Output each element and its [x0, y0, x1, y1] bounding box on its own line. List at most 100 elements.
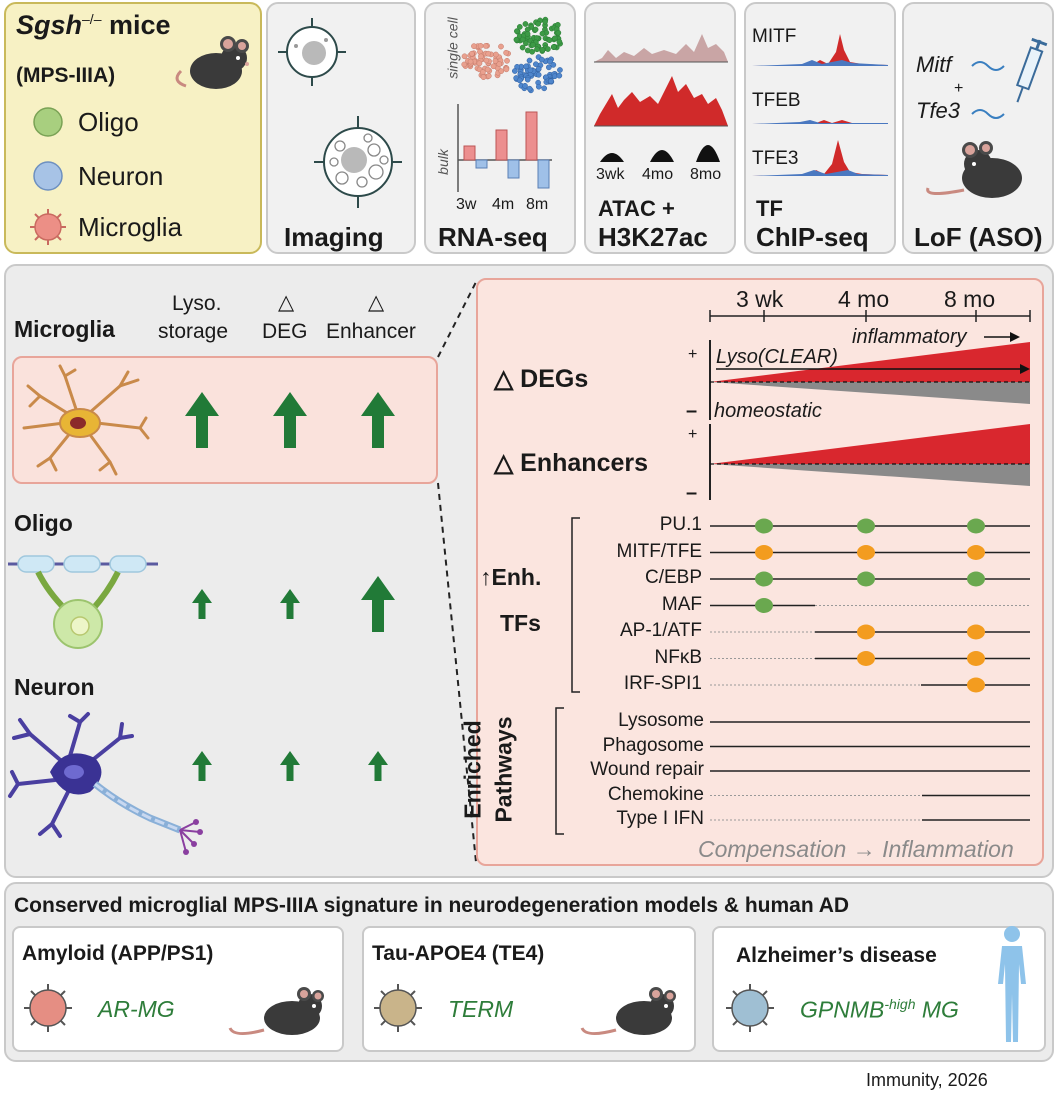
umap-point: [490, 63, 497, 70]
tf-label: PU.1: [659, 514, 702, 535]
microglia-cell-icon: [22, 364, 150, 476]
tf-dot: [857, 571, 875, 587]
up-arrow: [273, 392, 307, 448]
timeline-axis: [555, 310, 1031, 835]
col-enh-line2: Enhancer: [326, 320, 416, 343]
umap-point: [534, 46, 540, 53]
pathway-bracket: [555, 707, 564, 835]
tf-bracket: [571, 517, 580, 693]
umap-point: [519, 44, 526, 51]
up-arrow: [185, 392, 219, 448]
legend-microglia: Microglia: [78, 212, 183, 242]
lof-gene-tfe3: Tfe3: [916, 98, 961, 123]
umap-point: [542, 18, 548, 25]
atac-size-icons: [600, 145, 720, 162]
tick-4mo: 4 mo: [838, 286, 890, 312]
tf-label: AP-1/ATF: [620, 620, 702, 641]
chip-label-line1: TF: [756, 196, 783, 221]
up-arrow: [361, 392, 395, 448]
tick-8mo: 8 mo: [944, 286, 996, 312]
microglia-signature-icon: [374, 984, 422, 1032]
tf-dot: [967, 571, 985, 587]
enh-minus: –: [686, 482, 698, 504]
tf-title-line2: TFs: [500, 610, 541, 636]
oligo-cell-icon: [8, 555, 158, 649]
up-arrow: [192, 751, 212, 781]
tf-dot: [967, 624, 985, 640]
neuron-dot-icon: [33, 161, 63, 191]
umap-point: [480, 69, 486, 75]
tick-3wk: 3 wk: [736, 286, 784, 312]
tf-dot: [755, 518, 773, 534]
microglia-signature-icon: [24, 984, 72, 1032]
chip-track-tfeb: [752, 120, 888, 124]
tf-dot: [857, 545, 875, 560]
umap-point: [461, 61, 468, 68]
mouse-subtitle: (MPS-IIIA): [16, 64, 116, 87]
umap-point: [516, 77, 523, 84]
umap-point: [471, 43, 477, 49]
umap-point: [530, 41, 536, 48]
umap-point: [523, 40, 529, 47]
umap-point: [522, 82, 528, 89]
umap-point: [524, 31, 531, 37]
umap-point: [503, 66, 510, 73]
umap-point: [485, 50, 492, 57]
amyloid-mouse-icon: [228, 987, 324, 1035]
up-arrow: [280, 589, 300, 619]
umap-point: [539, 30, 546, 37]
umap-point: [523, 63, 529, 70]
chipseq-panel: MITF TFEB TFE3 TF ChIP-seq: [744, 2, 896, 254]
umap-point: [529, 48, 535, 55]
neuron-cell-icon: [8, 712, 203, 855]
tau-signature: TERM: [448, 996, 514, 1022]
tf-label: MAF: [661, 593, 702, 615]
umap-point: [535, 83, 542, 90]
umap-point: [496, 61, 503, 67]
col-enh-line1: △: [368, 291, 385, 314]
imaging-label: Imaging: [284, 222, 384, 252]
up-arrow: [192, 589, 212, 619]
rnaseq-label: RNA-seq: [438, 222, 548, 252]
amyloid-signature: AR-MG: [98, 996, 175, 1022]
lof-plus: +: [954, 80, 964, 97]
ad-box: [712, 926, 1046, 1052]
bulk-bar-chart: [457, 104, 552, 192]
umap-point: [513, 36, 520, 43]
tf-label: NFκB: [654, 646, 703, 668]
up-arrow: [368, 751, 388, 781]
enh-down-wedge: [710, 464, 1030, 486]
pathway-label: Lysosome: [618, 710, 704, 731]
umap-point: [522, 21, 529, 27]
umap-point: [476, 60, 483, 67]
umap-point: [484, 66, 491, 73]
tf-label: MITF/TFE: [616, 540, 702, 562]
zoom-lines: [437, 281, 477, 863]
umap-point: [546, 37, 553, 44]
tf-dot: [967, 677, 985, 693]
pathway-label: Type I IFN: [616, 808, 704, 829]
degs-plus: +: [688, 346, 698, 363]
tf-dot: [755, 598, 773, 613]
atac-label-line2: H3K27ac: [598, 222, 708, 252]
chip-track-tfe3: [752, 140, 888, 176]
col-deg-line2: DEG: [262, 320, 308, 343]
lof-gene-mitf: Mitf: [916, 52, 952, 77]
tf-label: C/EBP: [644, 567, 702, 588]
pathway-label: Phagosome: [602, 734, 704, 756]
tf-title-line1: ↑Enh.: [480, 564, 542, 590]
tf-dot: [755, 545, 773, 560]
oligo-dot-icon: [33, 107, 63, 137]
umap-point: [535, 20, 541, 27]
umap-point: [551, 35, 558, 42]
atac-panel: 3wk 4mo 8mo ATAC + H3K27ac: [584, 2, 736, 254]
imaging-panel: Imaging: [266, 2, 416, 254]
timeline-footer: Compensation → Inflammation: [698, 836, 1014, 862]
tau-mouse-icon: [580, 987, 676, 1035]
degs-up-wedge: [710, 342, 1030, 382]
umap-point: [467, 58, 474, 65]
col-lyso-line1: Lyso.: [172, 292, 222, 315]
mouse-icon: [175, 36, 249, 89]
atac-tick-3wk: 3wk: [596, 166, 625, 183]
atac-track-bottom: [594, 76, 728, 127]
